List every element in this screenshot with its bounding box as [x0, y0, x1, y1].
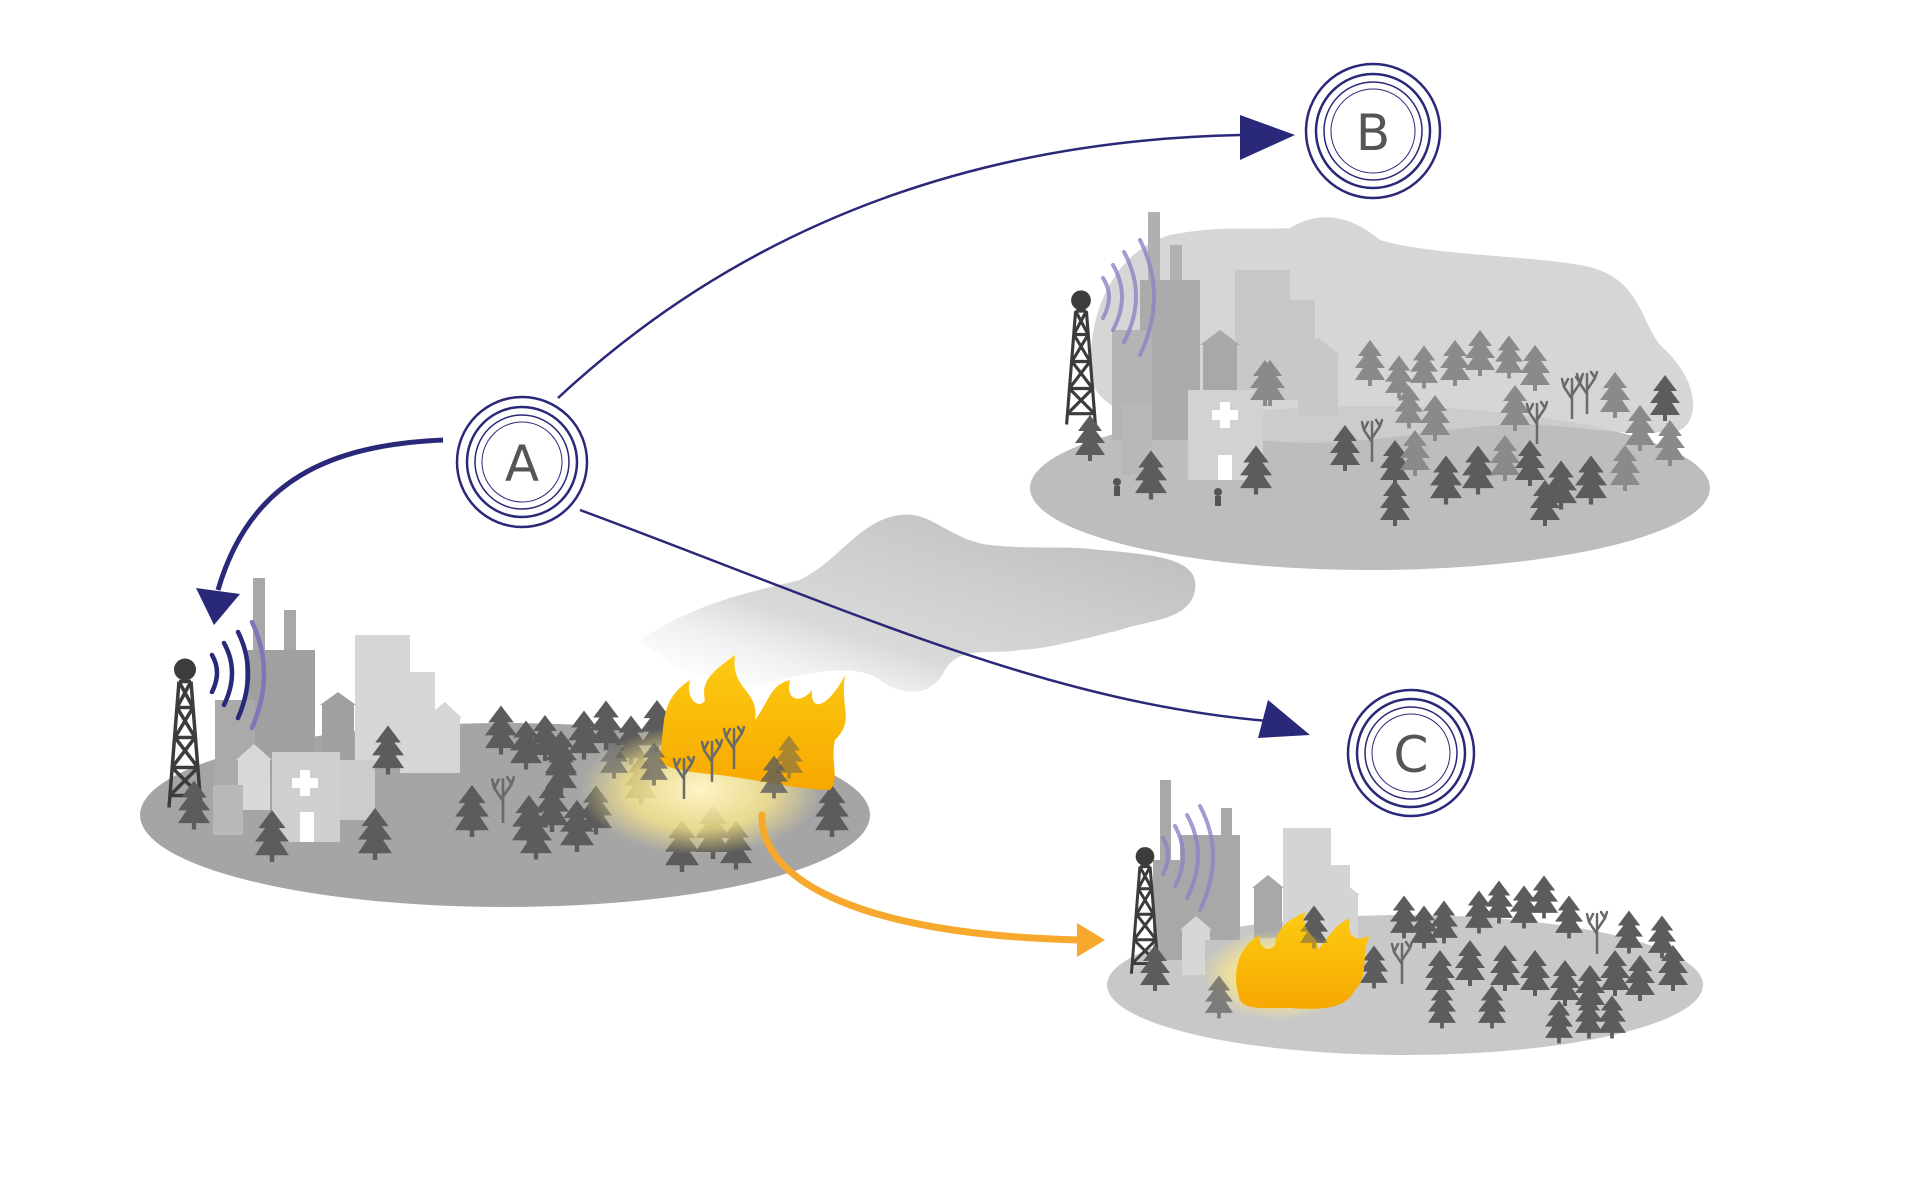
arrow-a-to-left-city — [215, 437, 444, 591]
arrow-a-to-c — [579, 508, 1281, 724]
house-icon — [398, 702, 462, 773]
arrowhead-b — [1240, 115, 1295, 160]
node-c-label: C — [1394, 726, 1429, 784]
radio-waves-icon — [1161, 804, 1215, 912]
arrowhead-fire — [1077, 923, 1105, 957]
arrow-a-to-b — [557, 133, 1241, 399]
house-icon — [1252, 875, 1284, 938]
arrowhead-c — [1258, 700, 1310, 738]
house-icon — [320, 692, 356, 760]
node-a: A — [455, 395, 589, 529]
fire-spread-arrow — [758, 811, 1105, 957]
node-b: B — [1304, 62, 1442, 200]
city-c-scene — [1107, 780, 1703, 1055]
house-icon — [1295, 338, 1340, 415]
node-b-label: B — [1356, 104, 1390, 162]
house-icon — [236, 744, 272, 810]
signal-arrows — [196, 115, 1310, 738]
arrowhead-left-city — [196, 588, 240, 625]
radio-tower-icon — [1064, 288, 1098, 427]
node-a-label: A — [505, 435, 539, 493]
hospital-icon — [272, 752, 340, 842]
radio-waves-icon — [209, 619, 267, 731]
smoke-cloud-icon — [640, 514, 1196, 692]
node-c: C — [1346, 688, 1476, 818]
radio-waves-icon — [1101, 238, 1156, 357]
city-b-scene — [1030, 212, 1710, 570]
fire-icon — [1200, 905, 1370, 1020]
